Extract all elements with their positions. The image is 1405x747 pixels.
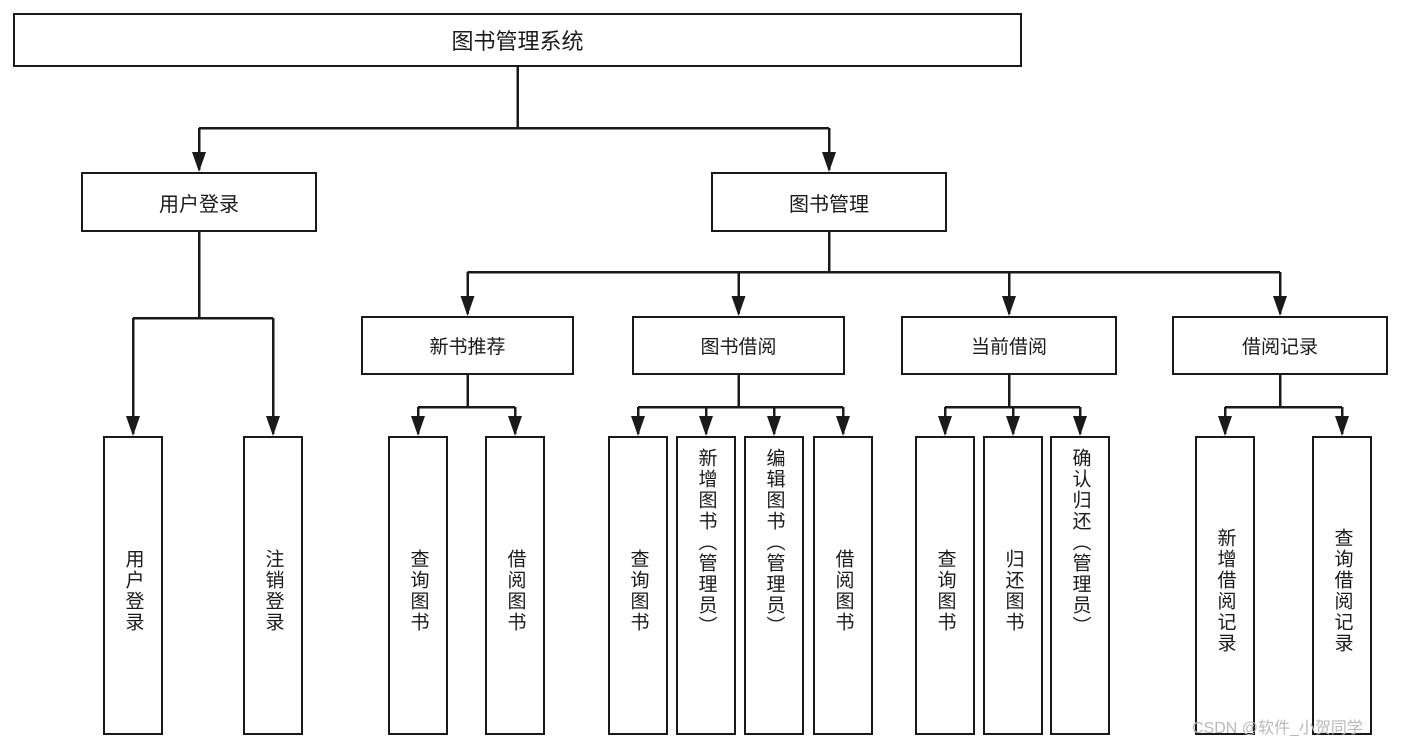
node-label: 查询图书 bbox=[627, 548, 649, 633]
root-node-book-management-system[interactable]: 图书管理系统 bbox=[13, 13, 1022, 67]
leaf-node-leaf-user-login[interactable]: 用户登录 bbox=[103, 436, 163, 735]
leaf-node-leaf-borrow-book-1[interactable]: 借阅图书 bbox=[485, 436, 545, 735]
node-new-book-recommend[interactable]: 新书推荐 bbox=[361, 316, 574, 375]
node-label: 新书推荐 bbox=[429, 337, 506, 358]
node-label: 查询图书 bbox=[407, 548, 429, 633]
leaf-node-leaf-add-book[interactable]: 新增图书（管理员） bbox=[676, 436, 736, 735]
leaf-node-leaf-edit-book[interactable]: 编辑图书（管理员） bbox=[744, 436, 804, 735]
node-book-manage[interactable]: 图书管理 bbox=[711, 172, 947, 232]
node-label: 用户登录 bbox=[159, 193, 239, 216]
node-label: 归还图书 bbox=[1002, 548, 1024, 633]
node-label: 当前借阅 bbox=[970, 337, 1047, 358]
leaf-node-leaf-add-record[interactable]: 新增借阅记录 bbox=[1195, 436, 1255, 735]
leaf-node-leaf-query-book-2[interactable]: 查询图书 bbox=[608, 436, 668, 735]
node-borrow-record[interactable]: 借阅记录 bbox=[1172, 316, 1388, 375]
leaf-node-leaf-confirm-return[interactable]: 确认归还（管理员） bbox=[1050, 436, 1110, 735]
leaf-node-leaf-return-book[interactable]: 归还图书 bbox=[983, 436, 1043, 735]
node-current-borrow[interactable]: 当前借阅 bbox=[901, 316, 1117, 375]
node-user-login[interactable]: 用户登录 bbox=[81, 172, 317, 232]
leaf-node-leaf-query-book-1[interactable]: 查询图书 bbox=[388, 436, 448, 735]
leaf-node-leaf-query-record[interactable]: 查询借阅记录 bbox=[1312, 436, 1372, 735]
node-label: 新增借阅记录 bbox=[1214, 527, 1236, 654]
node-label: 注销登录 bbox=[262, 548, 284, 633]
node-label: 查询图书 bbox=[934, 548, 956, 633]
node-label: 新增图书（管理员） bbox=[695, 448, 717, 637]
leaf-node-leaf-query-book-3[interactable]: 查询图书 bbox=[915, 436, 975, 735]
node-label: 查询借阅记录 bbox=[1331, 527, 1353, 654]
node-label: 借阅图书 bbox=[832, 548, 854, 633]
leaf-node-leaf-logout[interactable]: 注销登录 bbox=[243, 436, 303, 735]
leaf-node-leaf-borrow-book-2[interactable]: 借阅图书 bbox=[813, 436, 873, 735]
node-label: 借阅图书 bbox=[504, 548, 526, 633]
node-label: 图书借阅 bbox=[700, 337, 777, 358]
node-label: 图书管理 bbox=[789, 193, 869, 216]
node-label: 图书管理系统 bbox=[451, 29, 584, 54]
node-label: 确认归还（管理员） bbox=[1069, 448, 1091, 637]
node-label: 编辑图书（管理员） bbox=[763, 448, 785, 637]
node-label: 借阅记录 bbox=[1241, 337, 1318, 358]
node-label: 用户登录 bbox=[122, 548, 144, 633]
node-book-borrow[interactable]: 图书借阅 bbox=[632, 316, 845, 375]
